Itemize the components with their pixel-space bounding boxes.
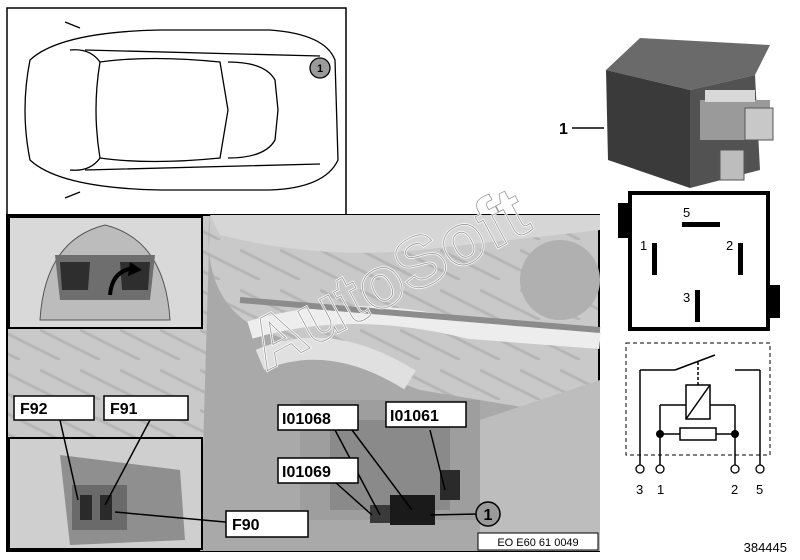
svg-text:I01061: I01061 [390, 408, 439, 425]
label-i01061: I01061 [385, 401, 467, 428]
svg-text:5: 5 [683, 205, 690, 220]
diagram-number: 384445 [744, 540, 787, 555]
svg-text:1: 1 [484, 507, 493, 524]
svg-text:5: 5 [756, 482, 763, 497]
relay-circuit-schematic: 3 1 2 5 [625, 342, 771, 497]
svg-text:1: 1 [640, 238, 647, 253]
engine-bay-photo: F92 F91 I01068 I01061 I01069 F90 1 EO [6, 214, 601, 552]
svg-text:1: 1 [657, 482, 664, 497]
svg-text:1: 1 [559, 121, 568, 138]
label-i01068: I01068 [277, 404, 359, 431]
callout-marker-1: 1 [309, 57, 331, 79]
svg-text:EO E60 61 0049: EO E60 61 0049 [497, 537, 578, 549]
label-i01069: I01069 [277, 457, 359, 484]
svg-text:I01068: I01068 [282, 411, 331, 428]
inset-fuse-closeup [8, 437, 203, 550]
relay-photo: 1 [559, 38, 774, 188]
svg-text:F90: F90 [232, 517, 260, 534]
label-f91: F91 [103, 395, 189, 421]
svg-text:I01069: I01069 [282, 464, 331, 481]
label-f90: F90 [225, 510, 309, 538]
callout-marker-1-photo: 1 [475, 501, 501, 527]
svg-text:1: 1 [317, 63, 323, 75]
svg-text:2: 2 [726, 238, 733, 253]
svg-text:F92: F92 [20, 401, 48, 418]
label-f92: F92 [13, 395, 95, 421]
svg-text:F91: F91 [110, 401, 138, 418]
svg-text:3: 3 [636, 482, 643, 497]
svg-text:2: 2 [731, 482, 738, 497]
car-location-panel: 1 [6, 7, 347, 216]
relay-pin-layout: 5 1 2 3 [618, 191, 780, 331]
svg-text:3: 3 [683, 290, 690, 305]
photo-code-box: EO E60 61 0049 [477, 532, 599, 551]
car-top-view-outline [24, 21, 339, 199]
inset-trunk-photo [8, 216, 203, 329]
